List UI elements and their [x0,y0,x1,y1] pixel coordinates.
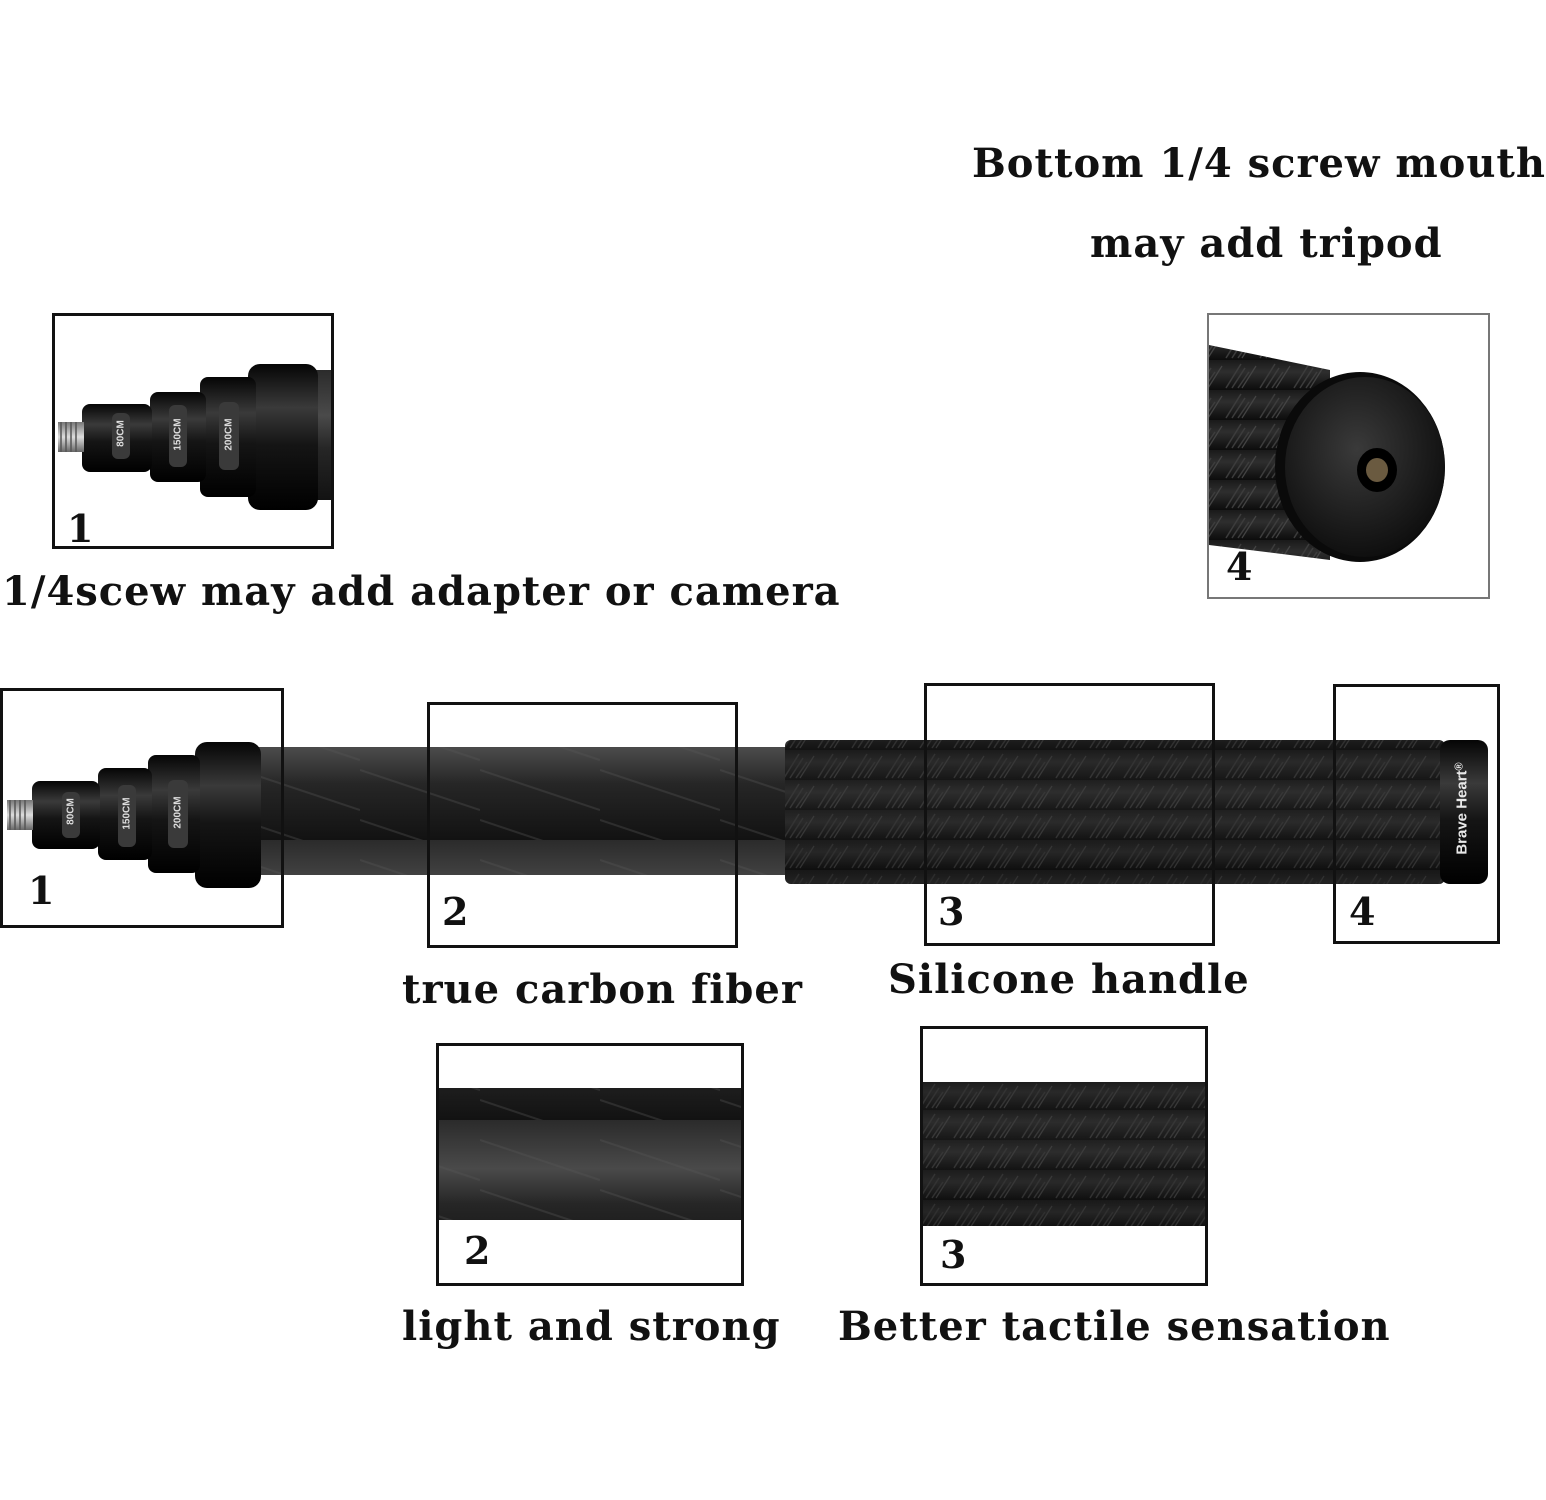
caption-silicone-handle: Silicone handle [888,956,1250,1003]
caption-light-strong: light and strong [402,1303,781,1350]
marker-2-closeup: 2 [464,1228,491,1273]
closeup-box-3 [920,1026,1208,1286]
marker-2-main: 2 [442,889,469,934]
grip-shade [785,740,1445,884]
label-pill [118,785,136,847]
collar-large [195,742,261,888]
main-pole [7,740,1488,888]
inset-box-4 [1207,313,1490,599]
closeup-carbon [439,1088,741,1220]
marker-3-closeup: 3 [940,1232,967,1277]
carbon-tube [250,747,795,875]
product-illustration [7,345,1488,1226]
closeup-grip [923,1082,1205,1226]
marker-4-inset: 4 [1226,544,1253,589]
product-infographic: 80CM 150CM 200CM 80CM 150CM 200CM Brave … [0,140,1545,1350]
label-pill [62,792,80,838]
highlight-box-1 [0,688,284,928]
marker-4-main: 4 [1349,889,1376,934]
marker-3-main: 3 [938,889,965,934]
highlight-box-4 [1333,684,1500,944]
caption-tactile: Better tactile sensation [838,1303,1391,1350]
caption-bottom-screw: Bottom 1/4 screw mouth [972,140,1546,187]
inset-screw-end [58,364,331,510]
inset-box-1 [52,313,334,549]
caption-carbon-fiber: true carbon fiber [402,966,803,1013]
end-cap [1440,740,1488,884]
caption-add-tripod: may add tripod [1090,220,1443,267]
highlight-box-2 [427,702,738,948]
inset-bottom-cap [1209,345,1445,562]
marker-1-main: 1 [28,868,55,913]
caption-screw-adapter: 1/4scew may add adapter or camera [2,568,841,615]
closeup-box-2 [436,1043,744,1286]
marker-1-inset: 1 [67,506,94,551]
highlight-box-3 [924,683,1215,946]
label-pill [168,780,188,848]
